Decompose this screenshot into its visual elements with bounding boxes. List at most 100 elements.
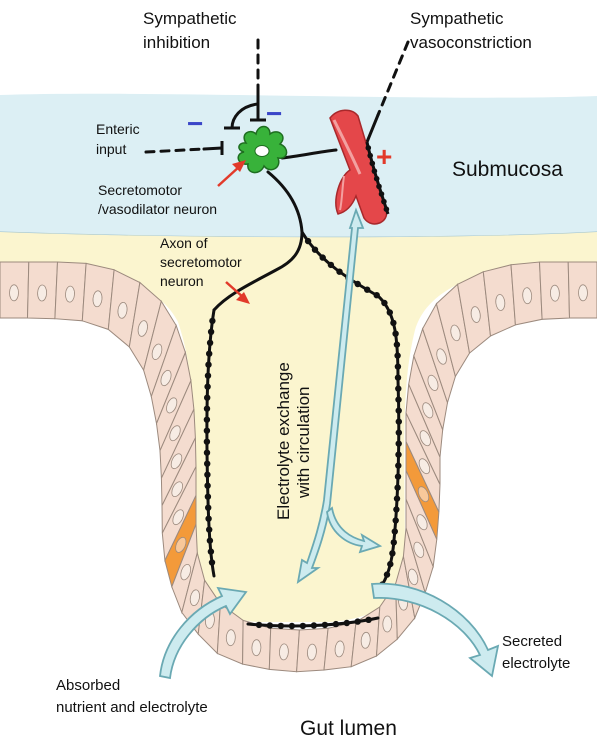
varicosity bbox=[395, 462, 401, 468]
varicosity bbox=[204, 384, 210, 390]
varicosity bbox=[364, 287, 370, 293]
varicosity bbox=[333, 621, 339, 627]
varicosity bbox=[204, 406, 210, 412]
varicosity bbox=[394, 484, 400, 490]
varicosity bbox=[208, 329, 214, 335]
varicosity bbox=[393, 517, 399, 523]
svg-text:Sympathetic: Sympathetic bbox=[143, 9, 237, 28]
varicosity bbox=[374, 292, 380, 298]
varicosity bbox=[207, 340, 213, 346]
varicosity bbox=[391, 539, 397, 545]
varicosity bbox=[381, 300, 387, 306]
varicosity bbox=[344, 620, 350, 626]
varicosity bbox=[322, 622, 328, 628]
varicosity bbox=[206, 526, 212, 532]
varicosity bbox=[336, 269, 342, 275]
svg-text:with circulation: with circulation bbox=[294, 387, 313, 500]
svg-text:Enteric: Enteric bbox=[96, 121, 140, 137]
label-gut-lumen: Gut lumen bbox=[300, 717, 397, 740]
varicosity bbox=[355, 281, 361, 287]
varicosity bbox=[392, 331, 398, 337]
label-sympathetic-vasoconstriction: Sympathetic vasoconstriction bbox=[410, 9, 532, 52]
varicosity bbox=[209, 318, 215, 324]
varicosity bbox=[390, 320, 396, 326]
cell-nucleus bbox=[578, 285, 587, 301]
varicosity bbox=[384, 571, 390, 577]
varicosity bbox=[204, 450, 210, 456]
svg-text:secretomotor: secretomotor bbox=[160, 254, 242, 270]
svg-text:Secreted: Secreted bbox=[502, 633, 562, 650]
svg-text:Absorbed: Absorbed bbox=[56, 677, 120, 694]
svg-text:input: input bbox=[96, 141, 126, 157]
varicosity bbox=[311, 622, 317, 628]
label-secreted-electrolyte: Secreted electrolyte bbox=[502, 633, 570, 672]
cell-nucleus bbox=[252, 640, 261, 656]
svg-text:electrolyte: electrolyte bbox=[502, 655, 570, 672]
varicosity bbox=[305, 238, 311, 244]
svg-text:Axon of: Axon of bbox=[160, 235, 208, 251]
varicosity bbox=[395, 385, 401, 391]
varicosity bbox=[396, 429, 402, 435]
varicosity bbox=[394, 341, 400, 347]
cell-nucleus bbox=[383, 616, 392, 632]
plus-sign: + bbox=[376, 141, 392, 172]
varicosity bbox=[396, 440, 402, 446]
varicosity bbox=[394, 495, 400, 501]
varicosity bbox=[205, 373, 211, 379]
varicosity bbox=[206, 351, 212, 357]
varicosity bbox=[396, 407, 402, 413]
varicosity bbox=[395, 451, 401, 457]
varicosity bbox=[208, 548, 214, 554]
varicosity bbox=[205, 362, 211, 368]
varicosity bbox=[207, 537, 213, 543]
varicosity bbox=[393, 506, 399, 512]
varicosity bbox=[392, 528, 398, 534]
varicosity bbox=[204, 461, 210, 467]
varicosity bbox=[204, 417, 210, 423]
varicosity bbox=[395, 396, 401, 402]
varicosity bbox=[205, 494, 211, 500]
varicosity bbox=[267, 622, 273, 628]
cell-nucleus bbox=[550, 285, 560, 301]
minus-sign-right: − bbox=[266, 98, 282, 129]
varicosity bbox=[289, 623, 295, 629]
svg-text:nutrient and electrolyte: nutrient and electrolyte bbox=[56, 699, 208, 716]
varicosity bbox=[278, 623, 284, 629]
varicosity bbox=[204, 395, 210, 401]
varicosity bbox=[312, 247, 318, 253]
varicosity bbox=[205, 516, 211, 522]
label-submucosa: Submucosa bbox=[452, 158, 563, 181]
label-absorbed: Absorbed nutrient and electrolyte bbox=[56, 677, 208, 716]
svg-text:Secretomotor: Secretomotor bbox=[98, 182, 182, 198]
varicosity bbox=[387, 309, 393, 315]
cell-nucleus bbox=[9, 285, 18, 301]
svg-text:inhibition: inhibition bbox=[143, 33, 210, 52]
varicosity bbox=[300, 623, 306, 629]
svg-text:/vasodilator neuron: /vasodilator neuron bbox=[98, 201, 217, 217]
varicosity bbox=[396, 418, 402, 424]
label-sympathetic-inhibition: Sympathetic inhibition bbox=[143, 9, 237, 52]
varicosity bbox=[355, 618, 361, 624]
varicosity bbox=[205, 505, 211, 511]
varicosity bbox=[395, 473, 401, 479]
minus-sign-left: − bbox=[187, 108, 203, 139]
varicosity bbox=[204, 428, 210, 434]
varicosity bbox=[256, 622, 262, 628]
varicosity bbox=[365, 617, 371, 623]
svg-text:neuron: neuron bbox=[160, 273, 204, 289]
svg-text:Sympathetic: Sympathetic bbox=[410, 9, 504, 28]
varicosity bbox=[204, 439, 210, 445]
cell-nucleus bbox=[37, 285, 47, 301]
varicosity bbox=[387, 561, 393, 567]
varicosity bbox=[209, 559, 215, 565]
enteric-input-fiber-solid bbox=[204, 148, 222, 149]
varicosity bbox=[395, 363, 401, 369]
cell-nucleus bbox=[226, 630, 236, 646]
varicosity bbox=[204, 483, 210, 489]
varicosity bbox=[389, 550, 395, 556]
svg-text:vasoconstriction: vasoconstriction bbox=[410, 33, 532, 52]
varicosity bbox=[394, 352, 400, 358]
varicosity bbox=[320, 254, 326, 260]
varicosity bbox=[395, 374, 401, 380]
